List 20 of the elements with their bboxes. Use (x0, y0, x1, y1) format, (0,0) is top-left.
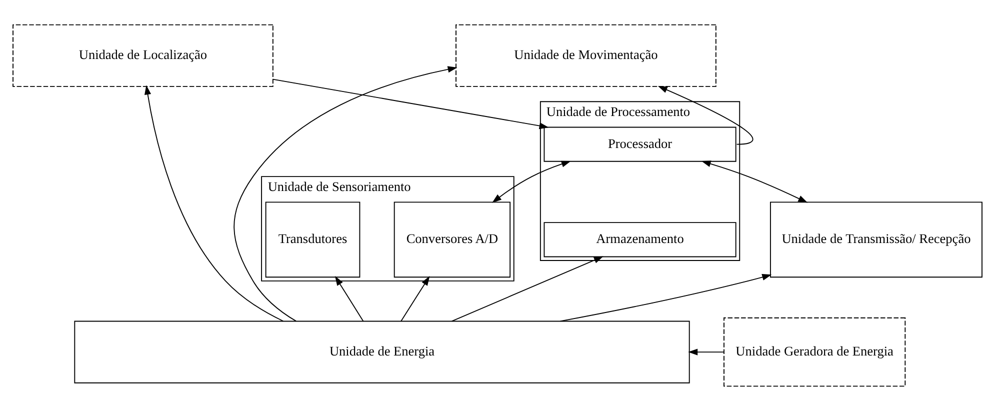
node-box: Unidade de Movimentação (456, 24, 716, 86)
arrow (334, 276, 364, 322)
arrow (560, 273, 772, 322)
arrow (492, 160, 571, 202)
node-box: Unidade de Transmissão/ Recepção (770, 201, 982, 278)
arrow (451, 256, 604, 322)
arrow (144, 84, 284, 322)
node-box: Conversores A/D (394, 201, 511, 278)
node-box: Transdutores (265, 201, 360, 278)
arrow (400, 276, 430, 322)
node-box: Unidade de Energia (74, 320, 690, 383)
arrow (688, 348, 724, 355)
arrow (701, 160, 808, 202)
arrow (272, 78, 549, 129)
node-box: Unidade de Localização (12, 24, 274, 86)
node-box: Unidade Geradora de Energia (724, 316, 906, 386)
arrow (658, 85, 754, 144)
node-box: Armazenamento (544, 222, 736, 257)
node-box: Processador (544, 126, 736, 162)
arrow (234, 66, 458, 322)
